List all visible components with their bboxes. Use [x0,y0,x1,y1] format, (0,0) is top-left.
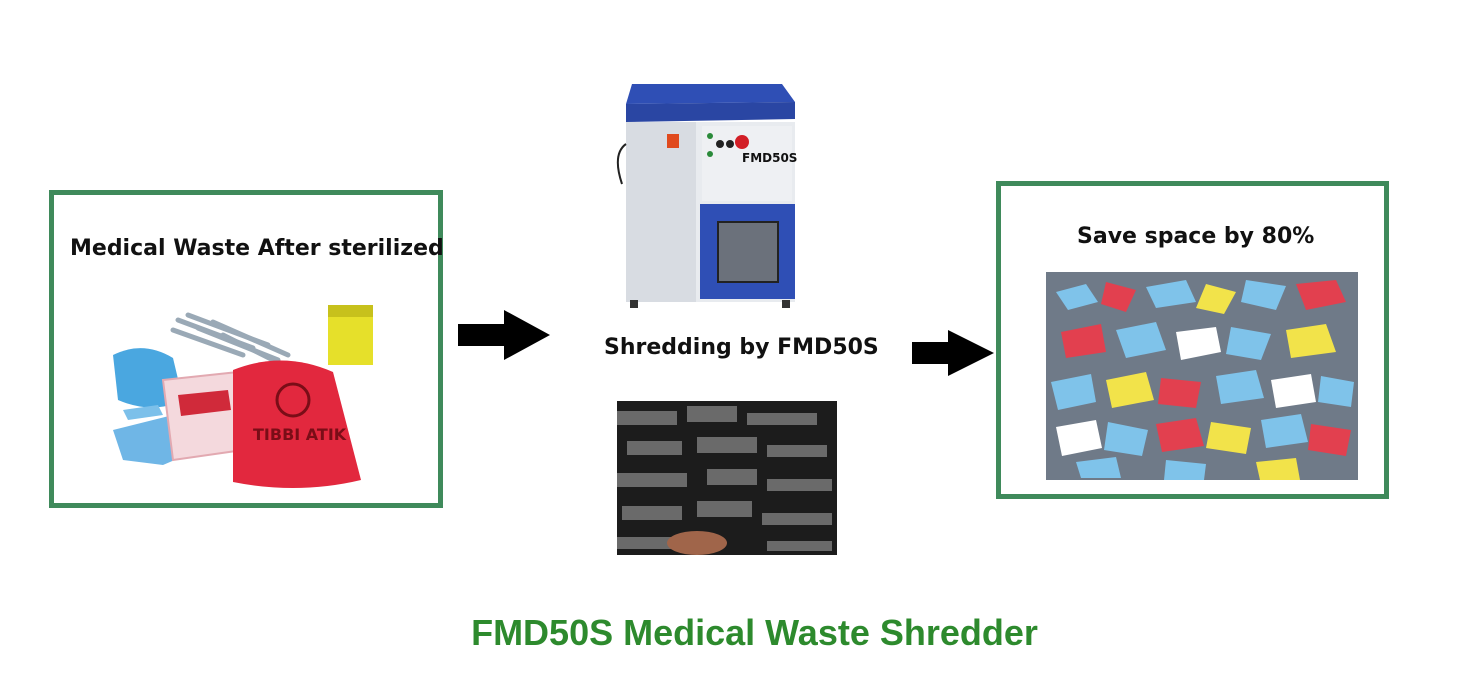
fmd50s-machine-image: FMD50S [612,74,802,309]
shredder-blades-image [617,401,837,555]
input-waste-label: Medical Waste After sterilized [70,236,444,261]
arrow-right-icon-2 [912,330,994,376]
process-label: Shredding by FMD50S [604,335,879,360]
machine-model-text: FMD50S [742,151,797,165]
arrow-right-icon [458,310,550,360]
shredded-waste-image [1046,272,1358,480]
diagram-title: FMD50S Medical Waste Shredder [471,612,1038,653]
output-label: Save space by 80% [1077,224,1315,249]
medical-waste-image: TIBBI ATIK [103,300,383,490]
bag-text: TIBBI ATIK [253,425,347,444]
